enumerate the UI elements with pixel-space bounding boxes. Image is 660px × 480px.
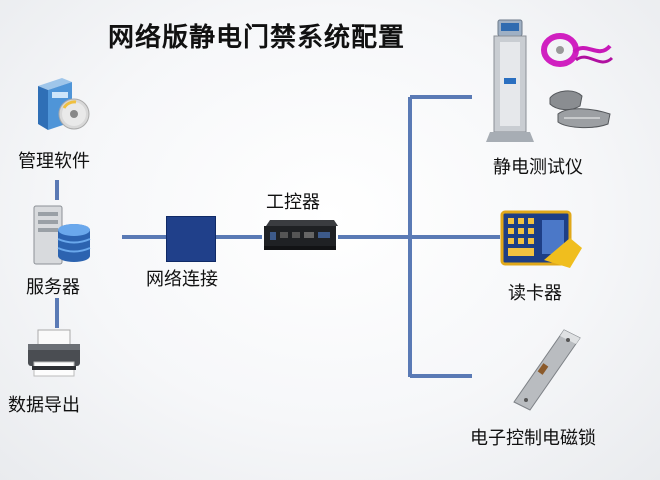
software-label: 管理软件 <box>18 151 90 172</box>
esd-shoes-icon <box>544 84 618 134</box>
tester-label: 静电测试仪 <box>493 157 583 178</box>
reader-label: 读卡器 <box>508 283 562 304</box>
controller-label: 工控器 <box>266 192 320 213</box>
server-database-icon <box>30 204 94 270</box>
printer-icon <box>24 328 84 380</box>
network-box-icon <box>166 216 216 262</box>
software-box-icon <box>32 72 94 134</box>
lock-label: 电子控制电磁锁 <box>470 428 596 449</box>
esd-tester-icon <box>486 18 534 144</box>
industrial-pc-icon <box>260 216 340 252</box>
page-title: 网络版静电门禁系统配置 <box>108 23 406 53</box>
network-label: 网络连接 <box>146 269 218 290</box>
magnetic-lock-icon <box>508 326 588 412</box>
card-reader-icon <box>500 208 584 272</box>
server-label: 服务器 <box>26 277 80 298</box>
export-label: 数据导出 <box>8 395 80 416</box>
wrist-strap-icon <box>540 30 614 76</box>
